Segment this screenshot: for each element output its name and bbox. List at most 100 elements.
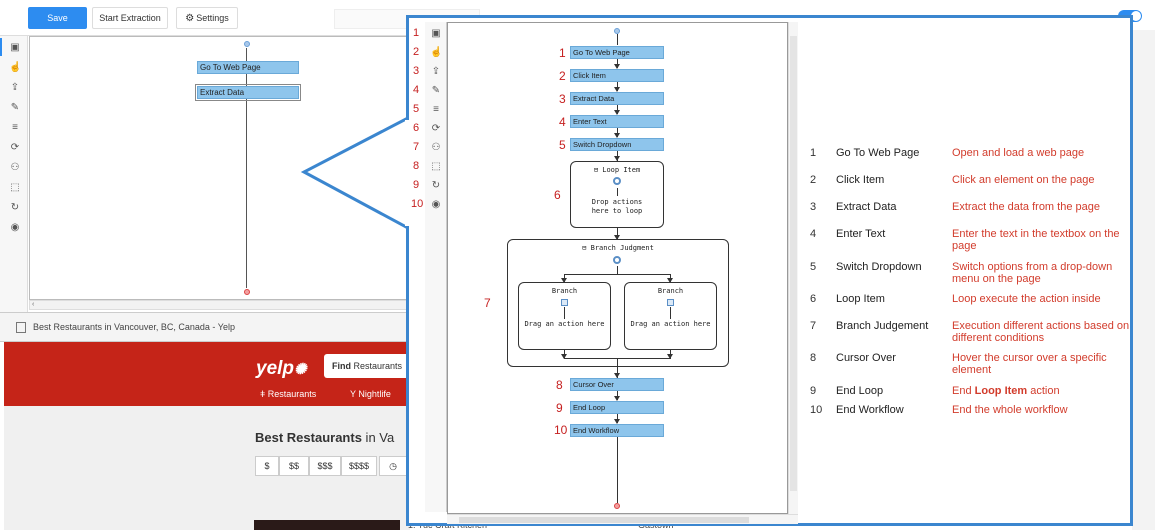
restaurant-photo[interactable] xyxy=(254,520,400,530)
node-go-to-web-page[interactable]: Go To Web Page xyxy=(570,46,664,59)
node-number: 3 xyxy=(559,92,566,106)
strip-number: 1 xyxy=(413,27,420,39)
bg-node-go-to-web-page[interactable]: Go To Web Page xyxy=(197,61,299,74)
flow-arrow xyxy=(561,278,567,283)
legend-description: Switch options from a drop-down menu on … xyxy=(952,261,1113,285)
end-loop-icon[interactable]: ↻ xyxy=(431,180,441,191)
open-page-icon[interactable]: ▣ xyxy=(431,28,441,39)
strip-number: 10 xyxy=(411,198,424,210)
save-button[interactable]: Save xyxy=(28,7,87,29)
open-now-filter[interactable]: ◷ xyxy=(379,456,407,476)
flow-line xyxy=(617,266,618,274)
legend-description: Hover the cursor over a specific element xyxy=(952,352,1107,376)
strip-number: 2 xyxy=(413,46,420,58)
settings-label: Settings xyxy=(196,13,229,23)
extract-icon[interactable]: ⇪ xyxy=(431,66,441,77)
click-icon[interactable]: ☝ xyxy=(430,47,443,58)
collapse-icon[interactable]: ⊟ xyxy=(593,166,603,174)
flow-line xyxy=(246,48,247,288)
strip-number: 7 xyxy=(413,141,420,153)
branch-split-line xyxy=(564,274,671,275)
cursor-icon[interactable]: ⬚ xyxy=(10,182,20,193)
yelp-burst-icon: ✺ xyxy=(294,361,307,378)
scroll-thumb[interactable] xyxy=(790,36,797,491)
price-filter-4[interactable]: $$$$ xyxy=(341,456,377,476)
node-enter-text[interactable]: Enter Text xyxy=(570,115,664,128)
flow-arrow xyxy=(561,354,567,359)
flow-line xyxy=(564,307,565,319)
yelp-logo-text: yelp xyxy=(256,358,295,379)
strip-number: 4 xyxy=(413,84,420,96)
nav-restaurants[interactable]: ǂ Restaurants xyxy=(260,389,316,399)
loop-item-title-text: Loop Item xyxy=(602,166,641,174)
flow-arrow xyxy=(614,419,620,424)
branch-icon[interactable]: ⚇ xyxy=(10,162,20,173)
find-placeholder: Restaurants xyxy=(351,361,403,371)
canvas-horizontal-scrollbar[interactable]: ‹ xyxy=(29,300,409,310)
collapse-icon[interactable]: ⊟ xyxy=(582,244,591,252)
node-end-loop[interactable]: End Loop xyxy=(570,401,664,414)
open-page-icon[interactable]: ▣ xyxy=(10,42,20,53)
strip-number: 8 xyxy=(413,160,420,172)
price-filter-1[interactable]: $ xyxy=(255,456,279,476)
legend-description: End Loop Item action xyxy=(952,385,1130,397)
scroll-thumb[interactable] xyxy=(459,517,749,523)
flow-line xyxy=(670,307,671,319)
callout-horizontal-scrollbar[interactable] xyxy=(447,514,798,524)
end-workflow-icon[interactable]: ◉ xyxy=(10,222,20,233)
flow-arrow xyxy=(667,354,673,359)
edit-icon[interactable]: ✎ xyxy=(10,102,20,113)
flow-line xyxy=(617,391,618,400)
flow-arrow xyxy=(614,396,620,401)
end-loop-icon[interactable]: ↻ xyxy=(10,202,20,213)
flow-arrow xyxy=(614,235,620,240)
node-number: 1 xyxy=(559,46,566,60)
page-icon xyxy=(16,322,26,333)
price-filter-3[interactable]: $$$ xyxy=(309,456,341,476)
node-number: 2 xyxy=(559,69,566,83)
loop-icon[interactable]: ⟳ xyxy=(10,142,20,153)
legend-number: 3 xyxy=(810,201,817,213)
price-filter-2[interactable]: $$ xyxy=(279,456,309,476)
find-label: Find xyxy=(332,361,351,371)
find-search-input[interactable]: Find Restaurants xyxy=(324,354,410,378)
node-click-item[interactable]: Click Item xyxy=(570,69,664,82)
browser-tab-bar: Best Restaurants in Vancouver, BC, Canad… xyxy=(0,312,410,342)
node-switch-dropdown[interactable]: Switch Dropdown xyxy=(570,138,664,151)
node-extract-data[interactable]: Extract Data xyxy=(570,92,664,105)
branch-icon[interactable]: ⚇ xyxy=(431,142,441,153)
settings-button[interactable]: ⚙ Settings xyxy=(176,7,238,29)
list-icon[interactable]: ≡ xyxy=(12,122,18,133)
list-icon[interactable]: ≡ xyxy=(433,104,439,115)
nav-nightlife[interactable]: Y Nightlife xyxy=(350,389,391,399)
node-number: 10 xyxy=(554,423,568,437)
legend-description: Extract the data from the page xyxy=(952,201,1100,213)
node-number: 4 xyxy=(559,115,566,129)
click-icon[interactable]: ☝ xyxy=(9,62,22,73)
flow-arrow xyxy=(614,64,620,69)
start-extraction-button[interactable]: Start Extraction xyxy=(92,7,168,29)
flow-line xyxy=(617,105,618,114)
loop-item-title: ⊟ Loop Item xyxy=(570,166,664,174)
yelp-logo[interactable]: yelp✺ xyxy=(256,358,307,380)
flow-arrow xyxy=(614,110,620,115)
bg-node-extract-data[interactable]: Extract Data xyxy=(195,84,301,101)
strip-number: 3 xyxy=(413,65,420,77)
strip-number: 9 xyxy=(413,179,420,191)
legend-name: Enter Text xyxy=(836,228,886,240)
flow-arrow xyxy=(614,373,620,378)
end-point-icon xyxy=(614,503,620,509)
node-end-workflow[interactable]: End Workflow xyxy=(570,424,664,437)
branch-number: 7 xyxy=(484,296,491,310)
node-cursor-over[interactable]: Cursor Over xyxy=(570,378,664,391)
callout-vertical-scrollbar[interactable] xyxy=(788,22,798,514)
end-workflow-icon[interactable]: ◉ xyxy=(431,199,441,210)
branch-judgment-title: ⊟ Branch Judgment xyxy=(507,244,729,252)
extract-icon[interactable]: ⇪ xyxy=(10,82,20,93)
cursor-icon[interactable]: ⬚ xyxy=(431,161,441,172)
loop-icon[interactable]: ⟳ xyxy=(431,123,441,134)
legend-description: Execution different actions based on dif… xyxy=(952,320,1130,344)
edit-icon[interactable]: ✎ xyxy=(431,85,441,96)
flow-line xyxy=(617,128,618,137)
